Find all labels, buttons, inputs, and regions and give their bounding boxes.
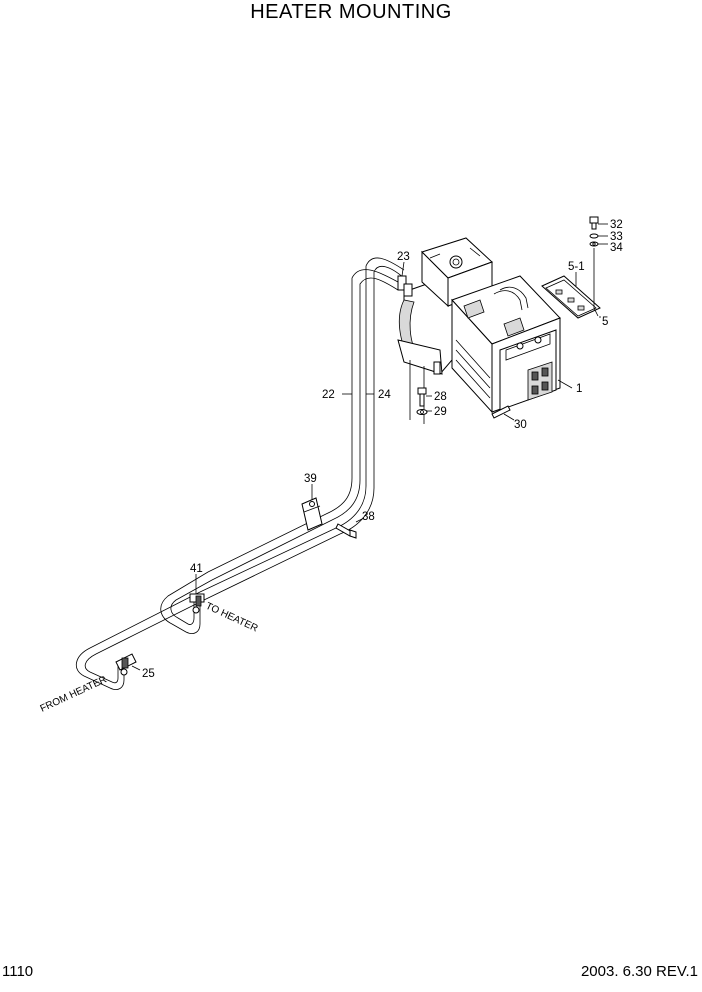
fitting-25 xyxy=(115,653,137,676)
hose-24 xyxy=(76,257,405,690)
callout-39: 39 xyxy=(304,473,317,485)
page-title: HEATER MOUNTING xyxy=(250,1,452,23)
callout-29: 29 xyxy=(434,406,447,418)
callout-1: 1 xyxy=(576,383,582,395)
callout-32: 32 xyxy=(610,219,623,231)
callout-38: 38 xyxy=(362,511,375,523)
callout-25: 25 xyxy=(142,668,155,680)
bolt-28-washer-29 xyxy=(416,387,428,415)
screw-30 xyxy=(491,405,511,419)
callout-5-1: 5-1 xyxy=(568,261,585,273)
from-heater-label: FROM HEATER xyxy=(39,674,109,714)
connector-23 xyxy=(397,275,413,297)
leader-lines xyxy=(131,223,608,671)
fitting-41 xyxy=(189,593,205,614)
callout-28: 28 xyxy=(434,391,447,403)
clamp-39 xyxy=(301,497,323,531)
callout-labels: 32 33 34 5-1 5 1 23 22 24 28 29 30 39 38… xyxy=(142,219,623,680)
heater-unit xyxy=(397,237,561,424)
callout-30: 30 xyxy=(514,419,527,431)
page-number: 1110 xyxy=(2,963,34,980)
cover-plate-5 xyxy=(541,275,601,319)
callout-5: 5 xyxy=(602,316,608,328)
to-heater-label: TO HEATER xyxy=(204,601,260,635)
hose-22 xyxy=(160,269,399,634)
callout-41: 41 xyxy=(190,563,203,575)
callout-24: 24 xyxy=(378,389,391,401)
revision-date: 2003. 6.30 REV.1 xyxy=(580,963,698,980)
callout-34: 34 xyxy=(610,242,623,254)
bolt-38 xyxy=(335,523,357,539)
callout-23: 23 xyxy=(397,251,410,263)
callout-22: 22 xyxy=(322,389,335,401)
bolt-32-washers xyxy=(589,216,599,247)
callout-33: 33 xyxy=(610,231,623,243)
